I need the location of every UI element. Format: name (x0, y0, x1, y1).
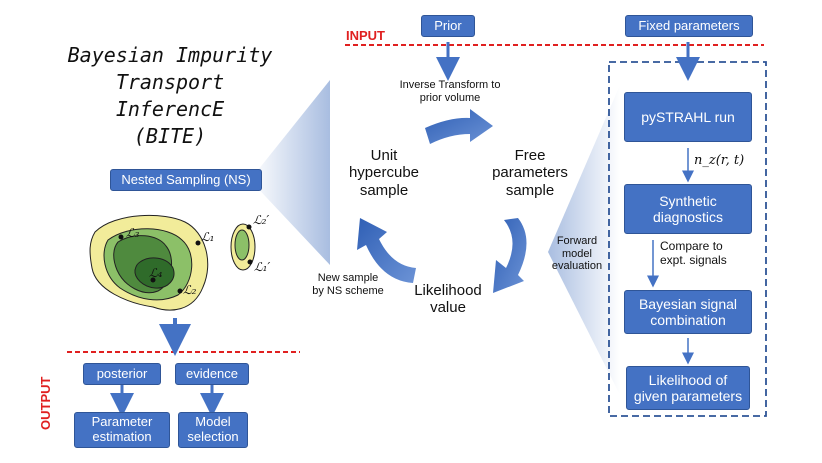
contour-label-l1-prime: ℒ₁′ (254, 260, 271, 274)
fan-left (250, 80, 330, 265)
pystrahl-box: pySTRAHL run (624, 92, 752, 142)
output-label: OUTPUT (38, 376, 53, 430)
prior-box: Prior (421, 15, 475, 37)
forward-model-label: Forward model evaluation (551, 235, 603, 273)
bayesian-combination-box: Bayesian signal combination (624, 290, 752, 334)
free-parameters-label: Free parameters sample (492, 147, 568, 199)
cycle-arrow-left (357, 218, 416, 283)
posterior-box: posterior (83, 363, 161, 385)
new-sample-label: New sample by NS scheme (312, 272, 384, 297)
contour-label-l4: ℒ₄ (149, 266, 163, 280)
likelihood-contours (89, 215, 256, 311)
contour-label-l1: ℒ₁ (201, 230, 215, 244)
evidence-box: evidence (175, 363, 249, 385)
inverse-transform-label: Inverse Transform to prior volume (399, 79, 501, 104)
fan-right (548, 85, 620, 395)
likelihood-value-label: Likelihood value (414, 282, 482, 317)
parameter-estimation-box: Parameter estimation (74, 412, 170, 448)
contour-label-l2-prime: ℒ₂′ (253, 213, 270, 227)
cycle-arrow-top (425, 109, 493, 144)
fixed-parameters-box: Fixed parameters (625, 15, 753, 37)
compare-label: Compare to expt. signals (660, 239, 727, 267)
synthetic-diagnostics-box: Synthetic diagnostics (624, 184, 752, 234)
cycle-arrow-right (493, 218, 527, 293)
input-label: INPUT (346, 28, 385, 43)
nested-sampling-box: Nested Sampling (NS) (110, 169, 262, 191)
unit-hypercube-label: Unit hypercube sample (348, 147, 420, 199)
diagram-title: Bayesian Impurity Transport InferencE (B… (67, 43, 273, 148)
model-selection-box: Model selection (178, 412, 248, 448)
contour-label-l3: ℒ₃ (126, 226, 140, 240)
likelihood-given-box: Likelihood of given parameters (626, 366, 750, 410)
nz-label: n_z(r, t) (694, 153, 745, 168)
contour-label-l2: ℒ₂ (183, 283, 197, 297)
